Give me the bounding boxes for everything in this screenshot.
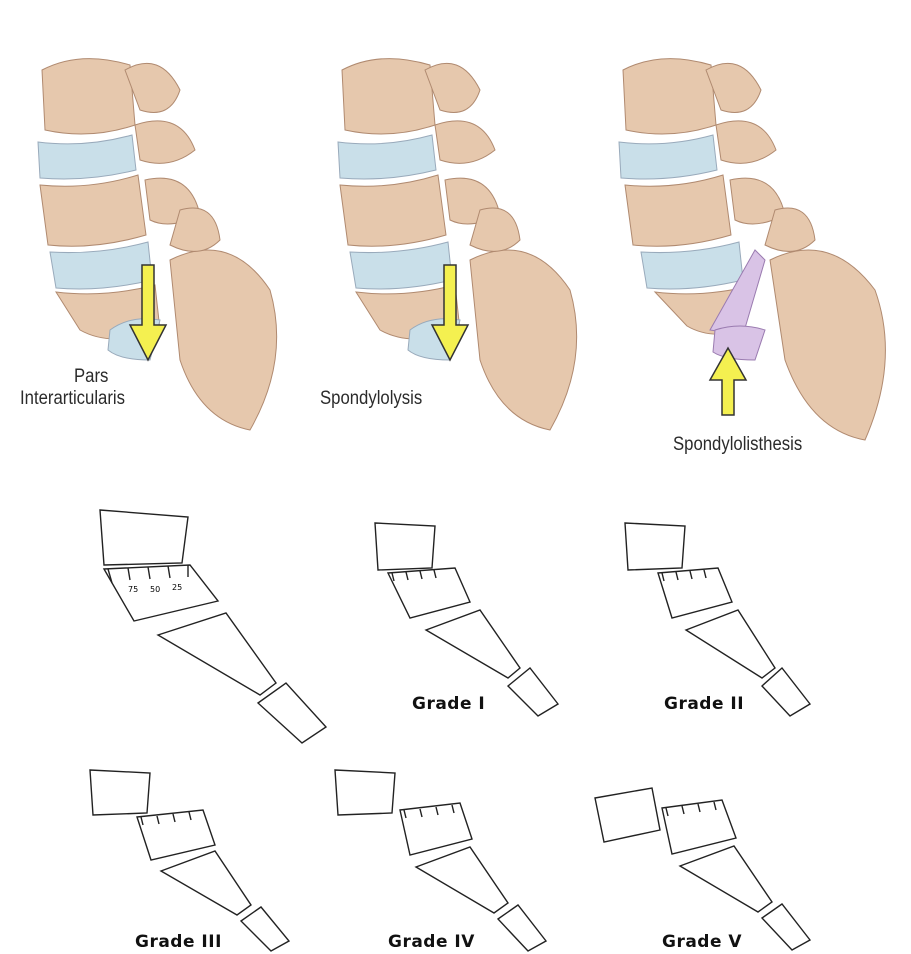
grade-5-diagram: Grade V bbox=[590, 770, 820, 952]
grade-3-outline bbox=[89, 769, 291, 952]
spine-illustration-spondylolisthesis: Spondylolisthesis bbox=[615, 30, 911, 460]
spondylolisthesis-label: Spondylolisthesis bbox=[673, 434, 803, 455]
grade-3-diagram: Grade III bbox=[85, 765, 295, 952]
pars-label-line1: Pars bbox=[74, 366, 109, 387]
spine-drawing-3 bbox=[618, 58, 886, 441]
pars-label-line2: Interarticularis bbox=[20, 388, 126, 409]
spine-drawing-2 bbox=[337, 58, 578, 431]
grade-2-outline bbox=[624, 522, 812, 717]
grade-1-diagram: Grade I bbox=[370, 518, 570, 718]
grade-4-diagram: Grade IV bbox=[330, 765, 550, 952]
tick-75: 75 bbox=[128, 585, 139, 594]
spine-illustration-spondylolysis: Spondylolysis bbox=[320, 30, 600, 440]
grade-5-label: Grade V bbox=[662, 932, 743, 952]
spine-illustration-pars: Pars Interarticularis bbox=[20, 30, 300, 440]
reference-outline bbox=[99, 509, 328, 744]
grade-1-label: Grade I bbox=[412, 694, 486, 714]
tick-50: 50 bbox=[150, 585, 161, 594]
spine-drawing-1 bbox=[37, 58, 278, 431]
grading-reference-diagram: 75 50 25 bbox=[90, 505, 340, 745]
grade-1-outline bbox=[374, 522, 560, 717]
grade-2-label: Grade II bbox=[664, 694, 745, 714]
grade-3-label: Grade III bbox=[135, 932, 222, 952]
grade-2-diagram: Grade II bbox=[620, 518, 820, 718]
grade-4-outline bbox=[334, 769, 548, 952]
grade-5-outline bbox=[594, 787, 812, 951]
grade-4-label: Grade IV bbox=[388, 932, 475, 952]
spondylolysis-label: Spondylolysis bbox=[320, 388, 423, 409]
tick-25: 25 bbox=[172, 583, 183, 592]
